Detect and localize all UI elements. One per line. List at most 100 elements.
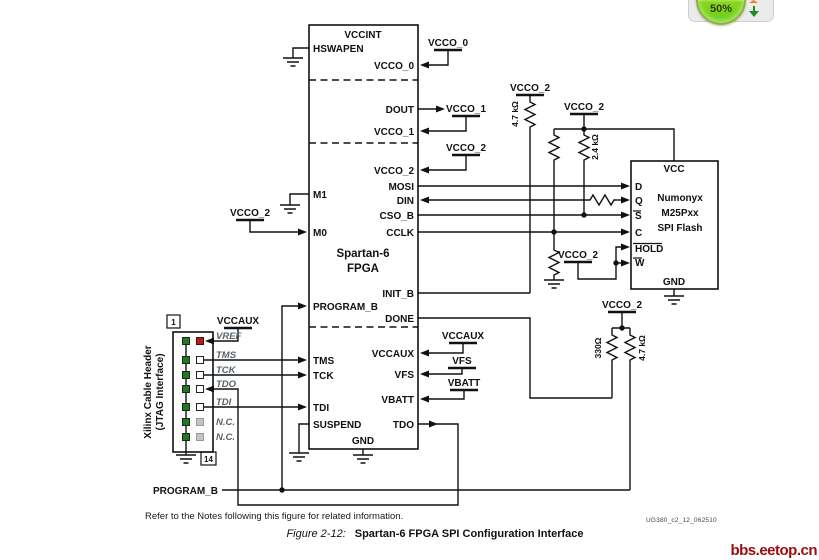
junction-dots [279, 126, 625, 493]
fpga-pin-programb: PROGRAM_B [313, 302, 378, 313]
jtag-pin14-box [200, 451, 217, 466]
rail-vfs-label: VFS [452, 356, 472, 367]
flash-pin-w: W [635, 258, 645, 269]
ground-suspend [288, 452, 310, 462]
flash-pin-gnd: GND [663, 277, 685, 288]
fpga-pin-csob: CSO_B [380, 211, 414, 222]
rail-vcco2-cso-label: VCCO_2 [564, 102, 604, 113]
rail-vccaux-header-label: VCCAUX [217, 316, 260, 327]
arrow-dout-icon [436, 105, 445, 113]
arrow-vccaux-icon [420, 349, 429, 357]
ground-symbols [175, 57, 685, 464]
wires [185, 47, 675, 506]
fpga-pin-vcco1: VCCO_1 [374, 127, 414, 138]
supply-rail-bars [224, 48, 636, 392]
arrow-din-icon [420, 196, 429, 204]
arrow-tdi-icon [298, 403, 307, 411]
arrow-hold-icon [621, 243, 630, 251]
arrow-d-icon [621, 182, 630, 190]
arrow-tdo-header-icon [205, 385, 214, 393]
jtag-tdi-pin [196, 403, 204, 411]
fpga-pin-tck: TCK [313, 371, 334, 382]
rail-vcco2-done-label: VCCO_2 [602, 300, 642, 311]
arrow-vref-icon [205, 337, 214, 345]
flash-pin-q: Q [635, 196, 643, 207]
jtag-tms-pin [196, 356, 204, 364]
jtag-label-tms: TMS [216, 350, 237, 361]
scroll-up-arrow-icon[interactable] [749, 0, 758, 3]
jtag-pin-squares [182, 337, 204, 441]
figure-caption: Figure 2-12: Spartan-6 FPGA SPI Configura… [150, 528, 720, 540]
jtag-header-title-line1: Xilinx Cable Header [143, 345, 154, 438]
figure-note: Refer to the Notes following this figure… [145, 511, 404, 522]
flash-name-line2: M25Pxx [661, 208, 699, 219]
ground-hswapen [282, 57, 304, 67]
flash-pin-vcc: VCC [663, 164, 684, 175]
arrow-vbatt-icon [420, 395, 429, 403]
fpga-name-line1: Spartan-6 [336, 248, 389, 260]
ground-jtag [175, 454, 197, 464]
fpga-pin-suspend: SUSPEND [313, 420, 361, 431]
jtag-label-tdo: TDO [216, 379, 237, 390]
flash-name-line3: SPI Flash [657, 223, 702, 234]
fpga-name-line2: FPGA [347, 263, 379, 275]
fpga-pin-hswapen: HSWAPEN [313, 44, 364, 55]
rail-vcco0-label: VCCO_0 [428, 38, 468, 49]
rail-vcco2-m0-label: VCCO_2 [230, 208, 270, 219]
arrow-vcco0-icon [420, 61, 429, 69]
jtag-nc1-pin [196, 418, 204, 426]
jtag-label-vref: VREF [216, 331, 242, 342]
flash-pin-hold: HOLD [635, 244, 663, 255]
fpga-pin-m0: M0 [313, 228, 327, 239]
din-series-resistor [588, 193, 616, 207]
fpga-pin-dout: DOUT [386, 105, 414, 116]
fpga-bank-dividers [309, 79, 418, 328]
jtag-nc2-pin [196, 433, 204, 441]
ground-flash-gnd [663, 295, 685, 305]
watermark: bbs.eetop.cn [730, 542, 817, 559]
flash-name-line1: Numonyx [657, 193, 703, 204]
fpga-pin-tms: TMS [313, 356, 334, 367]
fpga-pin-vccint: VCCINT [344, 30, 381, 41]
jtag-pin14-number: 14 [204, 455, 213, 464]
arrow-c-icon [621, 228, 630, 236]
ground-m1 [279, 204, 301, 214]
fpga-pin-initb: INIT_B [382, 289, 414, 300]
fpga-pin-din: DIN [397, 196, 414, 207]
zoom-level-value: 50% [709, 3, 733, 15]
arrow-s-icon [621, 211, 630, 219]
fpga-pin-gnd: GND [352, 436, 374, 447]
fpga-pin-done: DONE [385, 314, 414, 325]
ground-fpga-gnd [352, 454, 374, 464]
arrowheads [205, 61, 630, 428]
rail-vcco2-hold-label: VCCO_2 [558, 250, 598, 261]
jtag-header-outline [172, 331, 214, 453]
jtag-pin1-box [166, 314, 181, 329]
jtag-tck-pin [196, 371, 204, 379]
fpga-pin-mosi: MOSI [388, 182, 414, 193]
jtag-label-tck: TCK [216, 365, 237, 376]
resistor-program-pullup-value: 4.7 kΩ [637, 335, 647, 361]
rail-vcco2-top-label: VCCO_2 [446, 143, 486, 154]
arrow-programb-icon [298, 302, 307, 310]
fpga-pin-vcco2: VCCO_2 [374, 166, 414, 177]
scroll-down-arrow-icon[interactable] [749, 11, 759, 17]
flash-pin-s: S [635, 211, 642, 222]
arrow-tck-icon [298, 371, 307, 379]
fpga-pin-vcco0: VCCO_0 [374, 61, 414, 72]
fpga-pin-vccaux: VCCAUX [372, 349, 415, 360]
zoom-level-badge: 50% [696, 0, 746, 25]
viewer-zoom-panel: 50% [688, 0, 774, 25]
figure-number: Figure 2-12: [286, 528, 346, 540]
flash-pin-c: C [635, 228, 642, 239]
fpga-pin-vfs: VFS [395, 370, 415, 381]
arrow-q-icon [621, 196, 630, 204]
jtag-label-nc1: N.C. [216, 417, 235, 428]
arrow-tdo-icon [429, 420, 438, 428]
net-label-program-b: PROGRAM_B [153, 486, 218, 497]
figure-title: Spartan-6 FPGA SPI Configuration Interfa… [354, 528, 584, 540]
jtag-label-nc2: N.C. [216, 432, 235, 443]
active-low-overlines [633, 210, 662, 259]
resistor-done-value: 330Ω [593, 337, 603, 358]
